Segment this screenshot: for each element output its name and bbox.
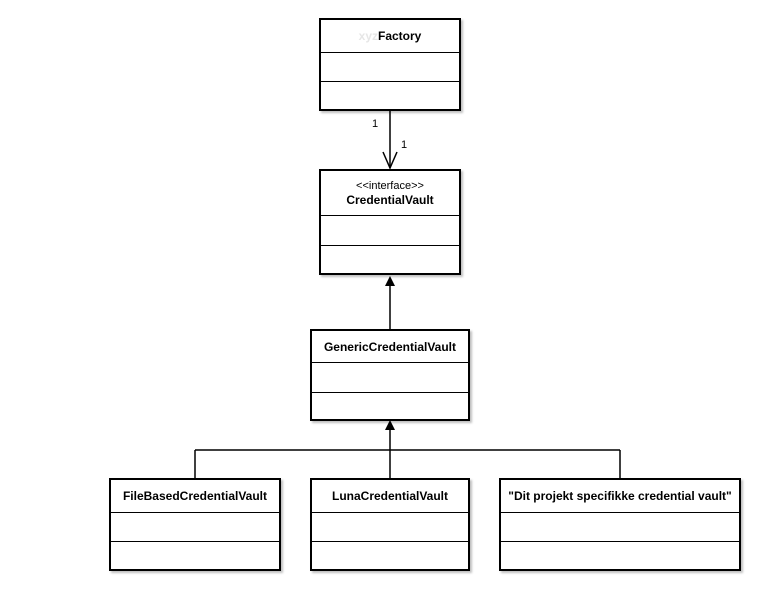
generalization-arrowhead-leaves bbox=[385, 420, 395, 430]
class-factory-name: Factory bbox=[378, 29, 422, 43]
class-file-based-vault-attributes bbox=[111, 513, 279, 542]
class-factory-header: xyzFactory bbox=[321, 20, 459, 53]
class-luna-vault-header: LunaCredentialVault bbox=[312, 480, 468, 513]
class-luna-vault-name: LunaCredentialVault bbox=[331, 489, 449, 503]
class-file-based-vault-name: FileBasedCredentialVault bbox=[122, 489, 268, 503]
class-credential-vault-attributes bbox=[321, 216, 459, 246]
class-credential-vault-name: CredentialVault bbox=[346, 192, 434, 207]
class-credential-vault-operations bbox=[321, 246, 459, 273]
class-factory-operations bbox=[321, 82, 459, 109]
class-file-based-vault-operations bbox=[111, 542, 279, 569]
class-project-specific-credential-vault[interactable]: "Dit projekt specifikke credential vault… bbox=[499, 478, 741, 571]
class-project-vault-operations bbox=[501, 542, 739, 569]
class-file-based-credential-vault[interactable]: FileBasedCredentialVault bbox=[109, 478, 281, 571]
class-factory-name-prefix: xyz bbox=[358, 29, 378, 43]
class-generic-credential-vault[interactable]: GenericCredentialVault bbox=[310, 329, 470, 421]
class-generic-vault-header: GenericCredentialVault bbox=[312, 331, 468, 363]
interface-stereotype: <<interface>> bbox=[356, 179, 424, 192]
class-project-vault-attributes bbox=[501, 513, 739, 542]
class-factory-attributes bbox=[321, 53, 459, 82]
class-generic-vault-attributes bbox=[312, 363, 468, 393]
class-generic-vault-name: GenericCredentialVault bbox=[323, 339, 457, 354]
generalization-arrowhead-generic bbox=[385, 276, 395, 286]
class-credential-vault[interactable]: <<interface>> CredentialVault bbox=[319, 169, 461, 275]
target-multiplicity: 1 bbox=[401, 139, 408, 151]
class-luna-vault-attributes bbox=[312, 513, 468, 542]
class-file-based-vault-header: FileBasedCredentialVault bbox=[111, 480, 279, 513]
class-luna-credential-vault[interactable]: LunaCredentialVault bbox=[310, 478, 470, 571]
class-factory[interactable]: xyzFactory bbox=[319, 18, 461, 111]
class-generic-vault-operations bbox=[312, 393, 468, 419]
class-credential-vault-header: <<interface>> CredentialVault bbox=[321, 171, 459, 216]
class-project-vault-name: "Dit projekt specifikke credential vault… bbox=[508, 489, 732, 503]
class-project-vault-header: "Dit projekt specifikke credential vault… bbox=[501, 480, 739, 513]
association-arrowhead bbox=[382, 151, 398, 170]
class-luna-vault-operations bbox=[312, 542, 468, 569]
source-multiplicity: 1 bbox=[372, 118, 379, 130]
